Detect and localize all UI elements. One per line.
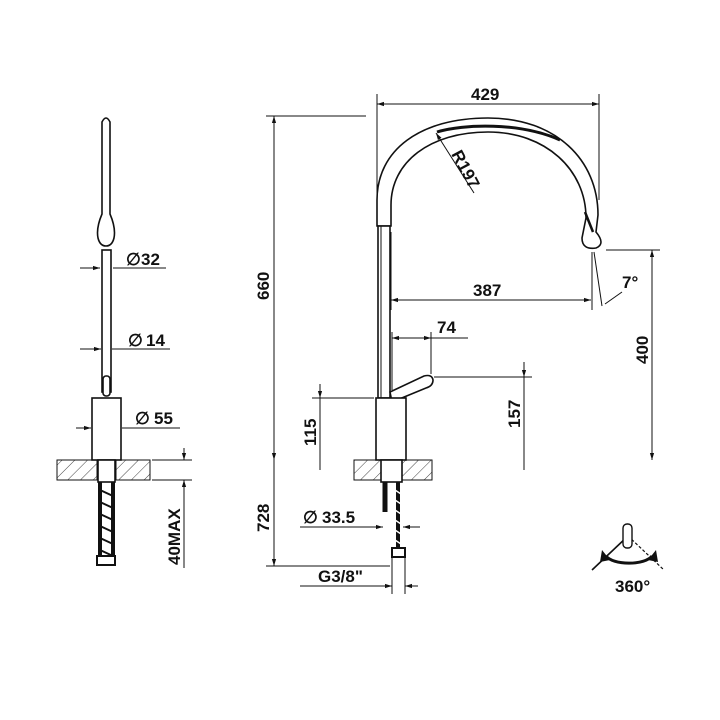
rotation-handle-icon <box>622 523 633 549</box>
front-dim-angle: 7° <box>622 273 638 292</box>
side-diameter-symbol: ∅ <box>126 250 141 269</box>
front-deck-right <box>401 459 433 481</box>
front-gooseneck <box>376 117 602 250</box>
front-hose-end <box>391 547 406 558</box>
front-dim-429: 429 <box>471 85 499 104</box>
side-base-body <box>91 397 122 461</box>
front-gooseneck-shade <box>436 124 561 142</box>
front-dim-660: 660 <box>254 272 273 300</box>
side-lever-tip <box>102 375 111 397</box>
front-dim-728: 728 <box>254 504 273 532</box>
side-spout-tube <box>96 117 116 247</box>
side-hose-end <box>96 555 116 566</box>
front-lever <box>389 374 434 404</box>
side-view: ∅ 32 ∅ 14 ∅ 55 40MAX <box>56 117 192 568</box>
rotation-arrow-icon <box>604 555 654 565</box>
side-shank <box>97 459 116 483</box>
rotation-symbol: 360° <box>591 523 665 596</box>
front-spout-shade <box>583 211 595 233</box>
front-diameter-symbol: ∅ <box>303 508 318 527</box>
front-dim-387: 387 <box>473 281 501 300</box>
front-dim-thread: G3/8" <box>318 567 363 586</box>
front-body-tube <box>377 225 391 399</box>
front-dim-157: 157 <box>505 400 524 428</box>
side-dim-55: 55 <box>154 409 173 428</box>
front-hose-texture <box>394 489 402 545</box>
side-diameter-symbol: ∅ <box>135 409 150 428</box>
front-shank <box>380 459 403 483</box>
side-deck-left <box>56 459 98 481</box>
front-dim-74: 74 <box>437 318 456 337</box>
front-base-body <box>375 397 407 461</box>
side-deck-right <box>115 459 151 481</box>
side-dim-40max: 40MAX <box>165 508 184 565</box>
front-dim-115: 115 <box>301 419 320 446</box>
front-view: 429 R197 660 387 7° 400 74 157 <box>254 85 660 594</box>
front-dim-r197: R197 <box>447 147 483 192</box>
front-deck-left <box>353 459 382 481</box>
side-dim-32: 32 <box>141 250 160 269</box>
front-dim-400: 400 <box>633 336 652 364</box>
side-diameter-symbol: ∅ <box>128 331 143 350</box>
front-dim-33-5: 33.5 <box>322 508 355 527</box>
side-hose-texture <box>99 489 114 557</box>
side-stem <box>101 249 112 393</box>
rotation-label: 360° <box>615 577 650 596</box>
side-dim-14: 14 <box>146 331 165 350</box>
